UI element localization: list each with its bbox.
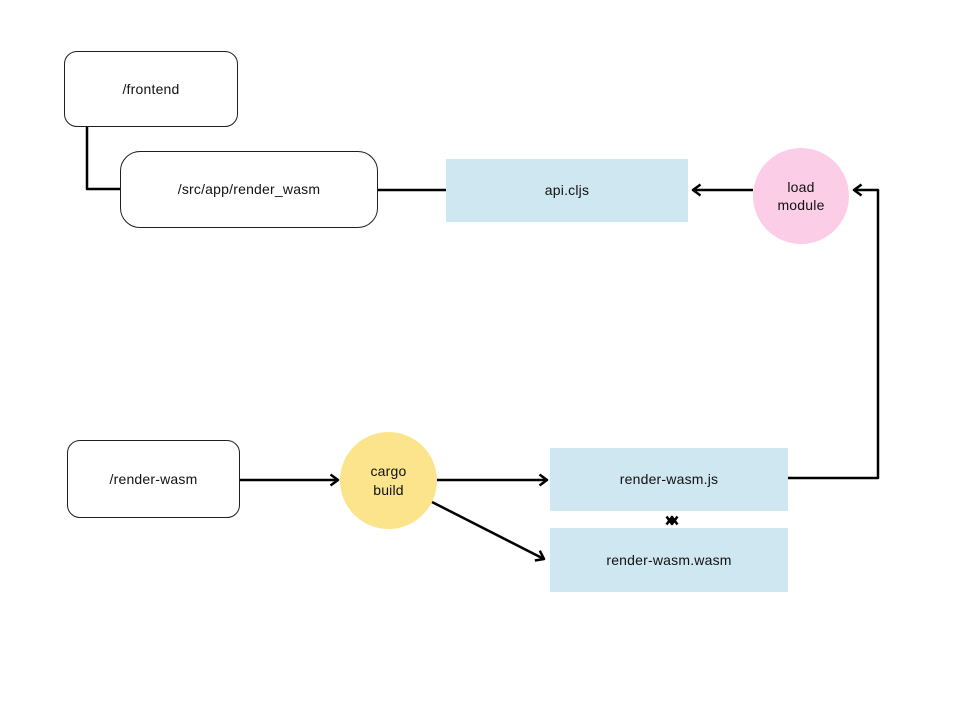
node-cargo-build: cargo build [340, 432, 437, 529]
edge-render-wasm-js-to-load-module [788, 183, 880, 480]
node-render-wasm-dir: /render-wasm [67, 440, 240, 518]
node-src-app-render-wasm-label: /src/app/render_wasm [177, 181, 321, 198]
node-render-wasm-wasm-label: render-wasm.wasm [606, 551, 732, 568]
node-frontend-label: /frontend [122, 80, 180, 97]
node-api-cljs-label: api.cljs [544, 182, 590, 199]
edge-cargo-build-to-render-wasm-wasm [431, 500, 546, 562]
node-render-wasm-js-label: render-wasm.js [619, 471, 719, 488]
node-load-module: load module [753, 148, 849, 244]
node-render-wasm-dir-label: /render-wasm [109, 470, 198, 487]
node-render-wasm-js: render-wasm.js [550, 448, 788, 511]
node-render-wasm-wasm: render-wasm.wasm [550, 528, 788, 592]
node-load-module-label: load module [777, 178, 825, 213]
node-src-app-render-wasm: /src/app/render_wasm [120, 151, 378, 228]
node-api-cljs: api.cljs [446, 159, 688, 222]
edge-frontend-to-src-app [85, 127, 121, 191]
node-frontend: /frontend [64, 51, 238, 127]
node-cargo-build-label: cargo build [370, 463, 407, 498]
